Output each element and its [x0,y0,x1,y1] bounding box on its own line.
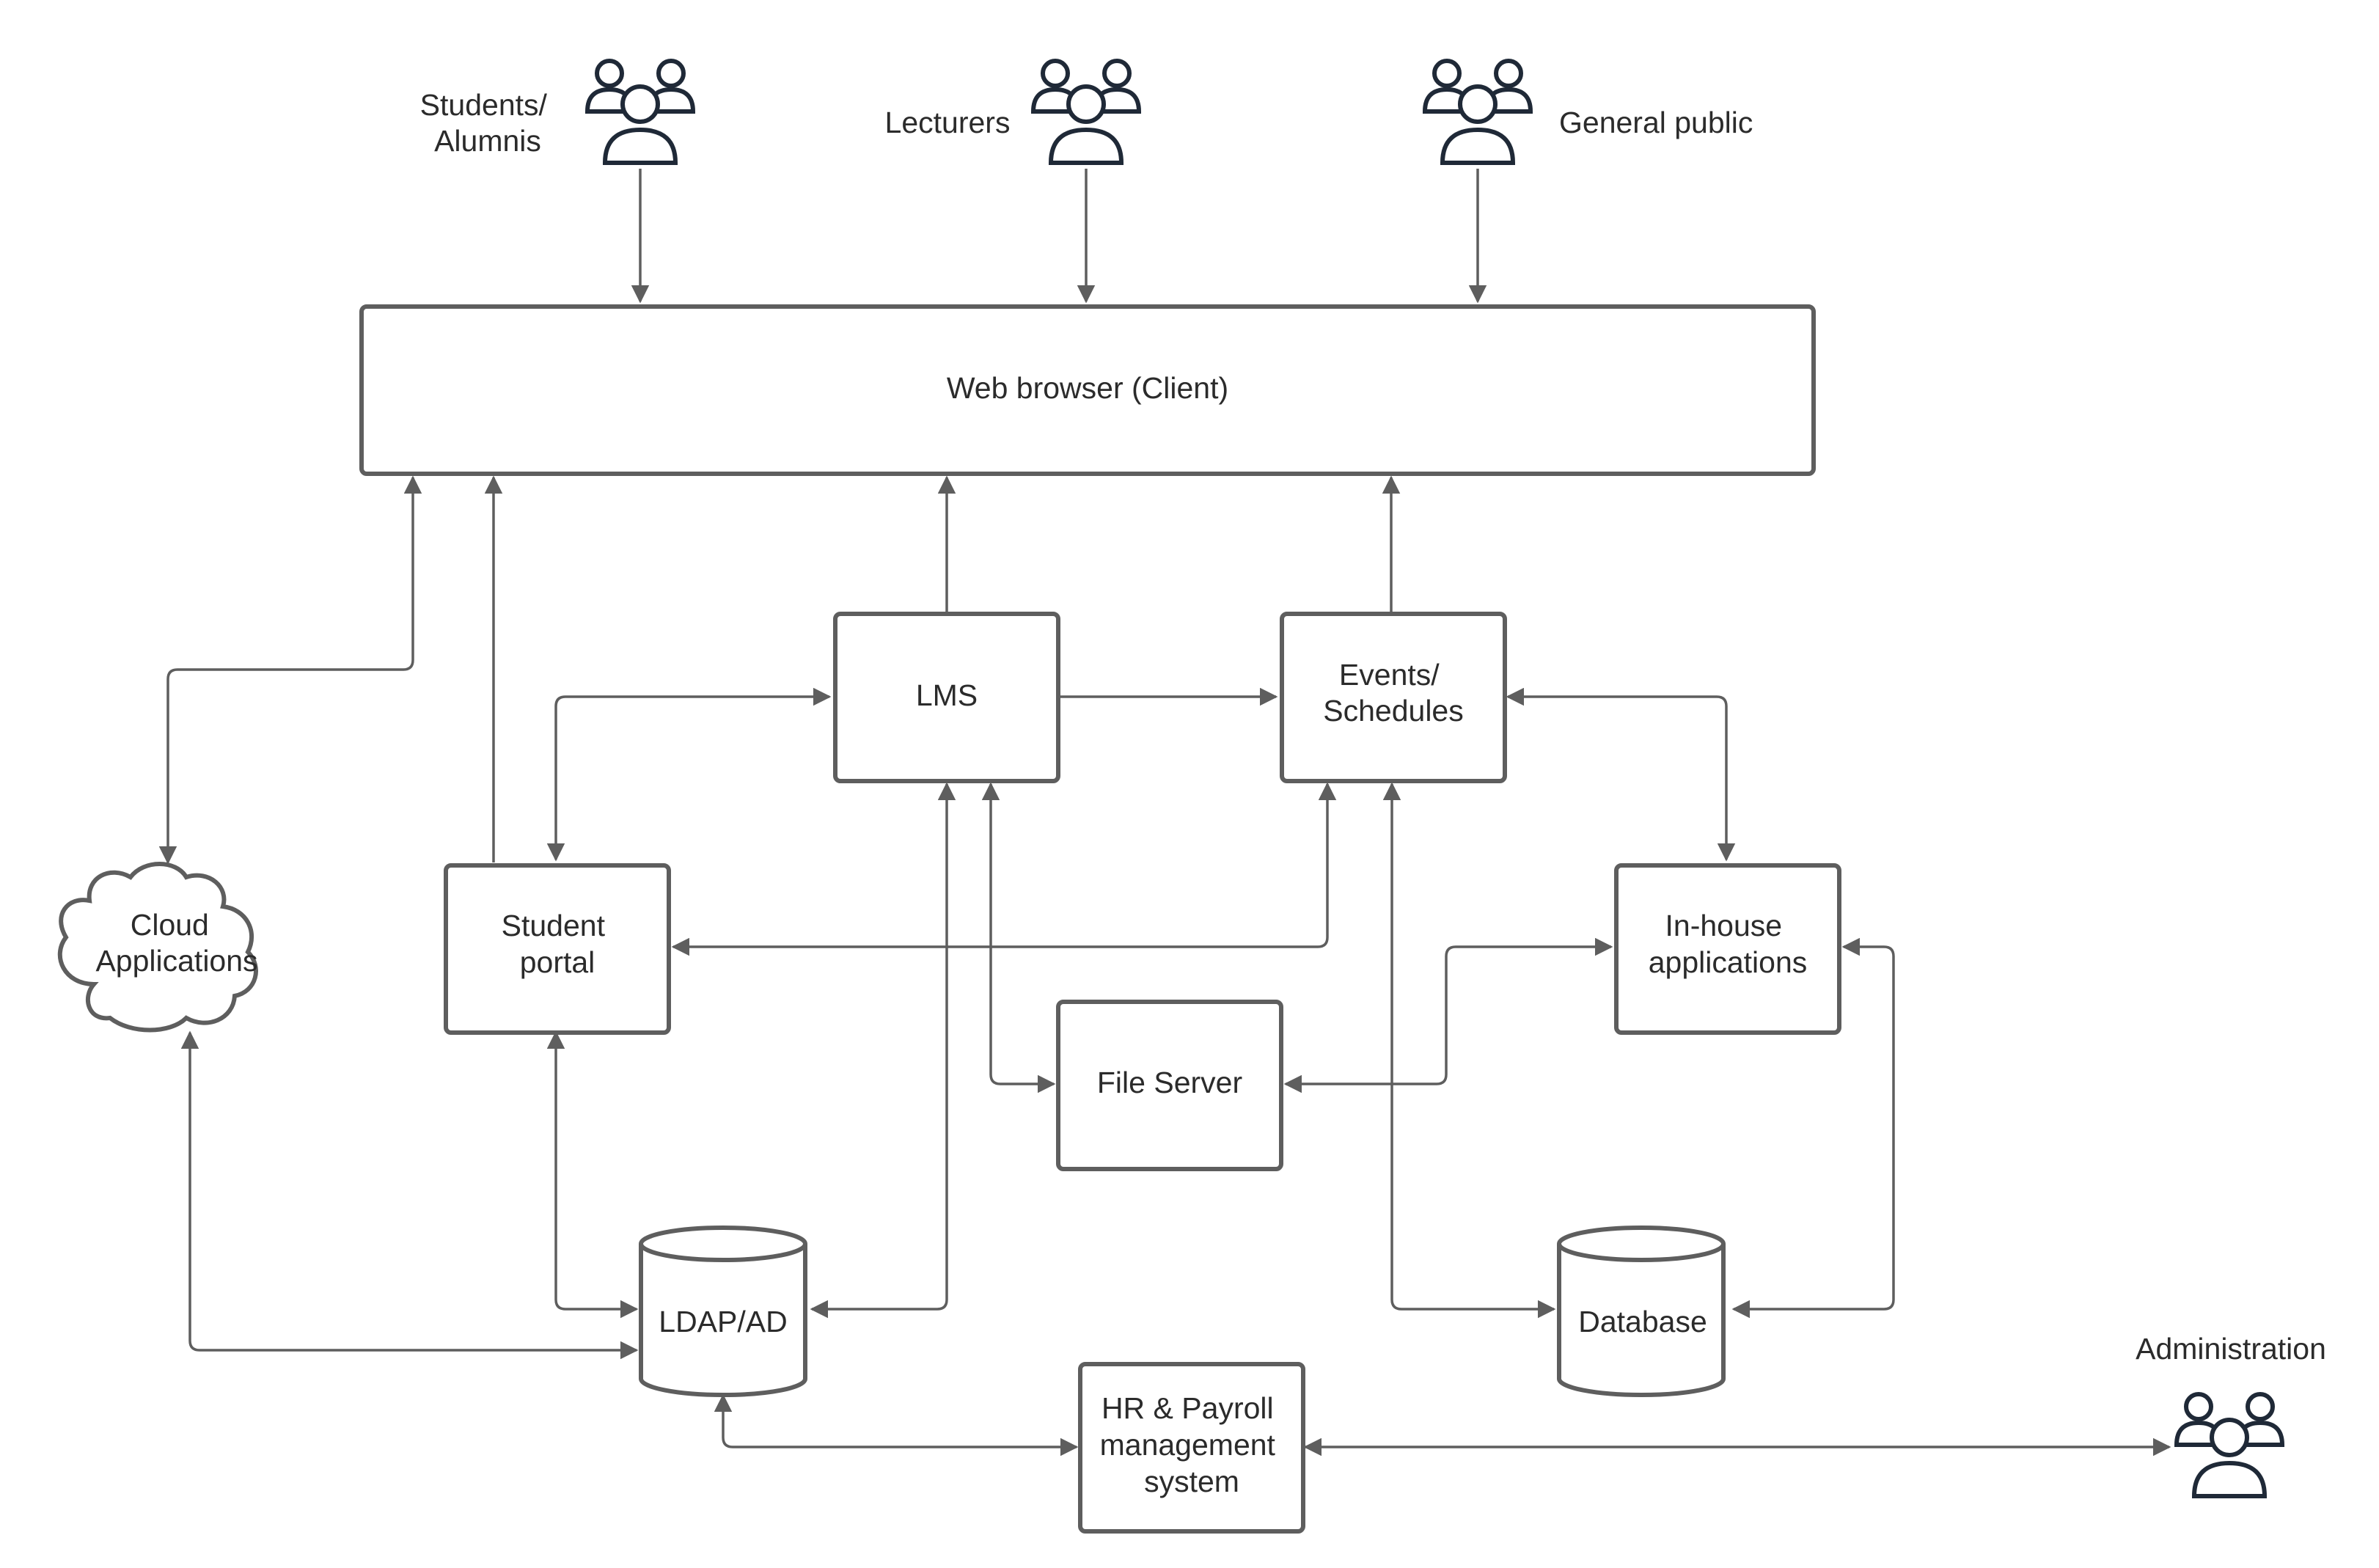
node-label-events-line1: Events/ [1339,658,1440,692]
connector-portal-lms [546,687,832,862]
actor-label-administration: Administration [2136,1332,2326,1366]
node-label-hr-line2: management [1100,1428,1276,1462]
connector-cloud-ldap [180,1030,639,1360]
node-lms: LMS [833,612,1060,783]
node-label-database: Database [1578,1305,1707,1338]
connector-portal-ldap [546,1030,639,1319]
node-inhouse-applications: In-house applications [1614,863,1841,1035]
node-student-portal: Student portal [444,863,671,1035]
node-label-events: Events/ Schedules [1323,658,1463,728]
node-label-lms: LMS [916,678,978,712]
connector-events-database [1382,782,1556,1319]
actor-label-students-line1: Students/ [420,88,548,122]
node-database: Database [1557,1226,1726,1397]
connector-events-inhouse [1506,687,1736,862]
connector-inhouse-database [1731,937,1895,1319]
user-group-icon [587,61,693,163]
node-label-inhouse: In-house applications [1649,909,1808,979]
connector-events-portal [671,782,1337,956]
node-label-hr-line3: system [1144,1465,1239,1498]
node-label-ldap: LDAP/AD [659,1305,787,1338]
node-label-inhouse-line1: In-house [1665,909,1783,942]
node-file-server: File Server [1056,1000,1283,1171]
actor-label-public: General public [1559,106,1753,139]
node-cloud-applications: Cloud Applications [57,862,258,1033]
actor-administration: Administration [2136,1332,2326,1496]
node-label-cloud: Cloud Applications [95,908,257,978]
user-group-icon [1425,61,1531,163]
node-label-cloud-line1: Cloud [131,908,209,942]
connector-fileserver-inhouse [1283,937,1613,1093]
node-hr-payroll: HR & Payroll management system [1078,1362,1305,1534]
node-label-cloud-line2: Applications [95,944,257,978]
cloud-shape [57,862,258,1033]
node-label-inhouse-line2: applications [1649,945,1808,979]
node-label-portal-line2: portal [520,945,595,979]
connector-ldap-hr [714,1393,1079,1457]
node-events-schedules: Events/ Schedules [1280,612,1507,783]
actor-label-lecturers: Lecturers [885,106,1011,139]
node-label-hr: HR & Payroll management system [1100,1391,1284,1498]
connectors [158,169,2171,1457]
actor-label-students-line2: Alumnis [434,124,541,158]
node-label-file-server: File Server [1097,1066,1242,1099]
node-label-portal-line1: Student [502,909,606,942]
actor-lecturers: Lecturers [885,61,1139,163]
actor-public: General public [1425,61,1753,163]
user-group-icon [1033,61,1139,163]
connector-lms-ldap [810,782,956,1319]
node-label-portal: Student portal [502,909,614,979]
node-web-browser: Web browser (Client) [359,304,1816,476]
node-label-hr-line1: HR & Payroll [1101,1391,1274,1425]
user-group-icon [2177,1394,2282,1496]
actor-label-students: Students/ Alumnis [420,88,556,158]
node-label-web-browser: Web browser (Client) [947,371,1228,405]
connector-browser-cloud [158,475,422,865]
node-label-events-line2: Schedules [1323,694,1463,728]
connector-lms-fileserver [981,782,1056,1093]
actor-students: Students/ Alumnis [420,61,693,163]
node-ldap-ad: LDAP/AD [639,1226,807,1397]
